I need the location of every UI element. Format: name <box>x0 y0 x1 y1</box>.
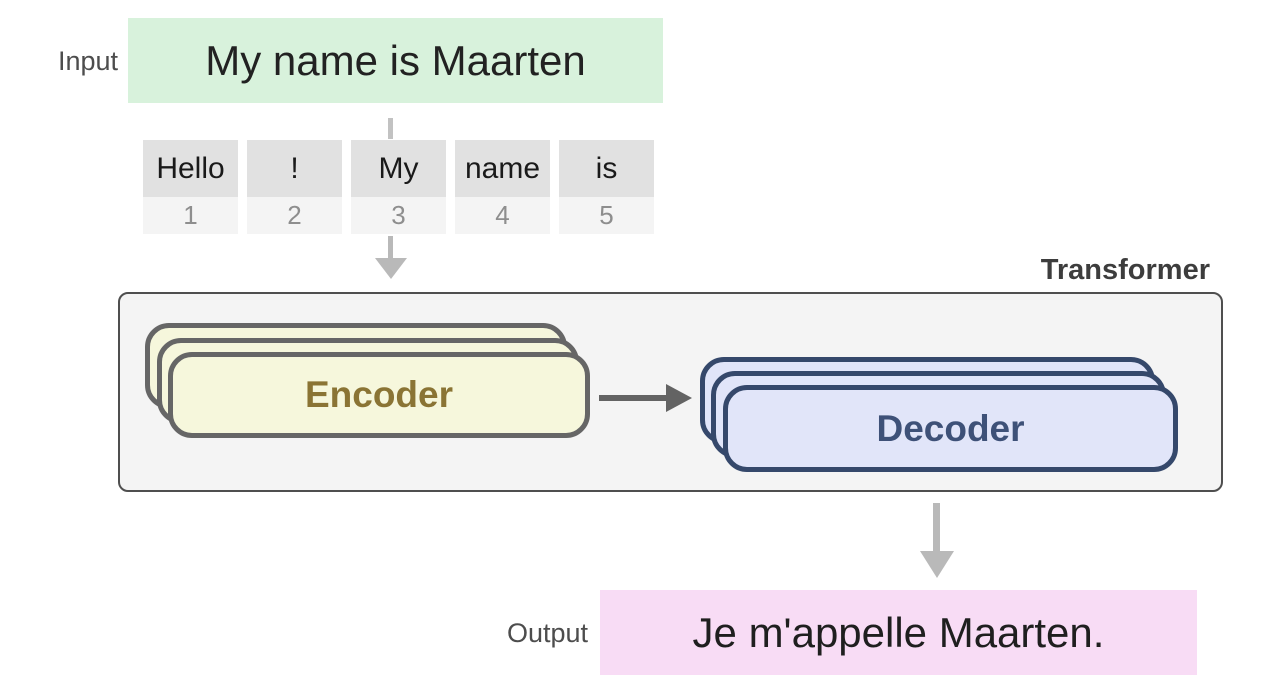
tokens-to-transformer-arrowhead-icon <box>375 258 407 279</box>
input-label: Input <box>57 46 118 76</box>
input-to-tokens-connector-line <box>388 118 393 139</box>
token-cell: ! 2 <box>247 140 342 234</box>
token-cell: My 3 <box>351 140 446 234</box>
encoder-card-front: Encoder <box>168 352 590 438</box>
encoder-label: Encoder <box>304 374 454 415</box>
token-word: is <box>559 140 654 197</box>
token-word: My <box>351 140 446 197</box>
output-sentence-text: Je m'appelle Maarten. <box>692 608 1105 656</box>
token-position: 3 <box>351 197 446 234</box>
output-label: Output <box>506 618 588 648</box>
token-position: 4 <box>455 197 550 234</box>
encoder-to-decoder-arrow-icon <box>599 395 669 401</box>
input-sentence-highlight: My name is Maarten <box>128 18 663 103</box>
token-position: 1 <box>143 197 238 234</box>
decoder-to-output-arrowhead-icon <box>920 551 954 578</box>
token-row: Hello 1 ! 2 My 3 name 4 is 5 <box>143 140 654 234</box>
encoder-to-decoder-arrowhead-icon <box>666 384 692 412</box>
decoder-to-output-arrow-icon <box>933 503 940 552</box>
tokens-to-transformer-arrow-icon <box>388 236 393 259</box>
token-word: Hello <box>143 140 238 197</box>
token-cell: name 4 <box>455 140 550 234</box>
transformer-label: Transformer <box>1040 254 1210 286</box>
token-word: ! <box>247 140 342 197</box>
output-sentence-highlight: Je m'appelle Maarten. <box>600 590 1197 675</box>
decoder-label: Decoder <box>876 407 1025 449</box>
token-cell: is 5 <box>559 140 654 234</box>
token-word: name <box>455 140 550 197</box>
input-sentence-text: My name is Maarten <box>205 36 586 84</box>
token-position: 5 <box>559 197 654 234</box>
token-position: 2 <box>247 197 342 234</box>
decoder-card-front: Decoder <box>723 385 1178 472</box>
token-cell: Hello 1 <box>143 140 238 234</box>
